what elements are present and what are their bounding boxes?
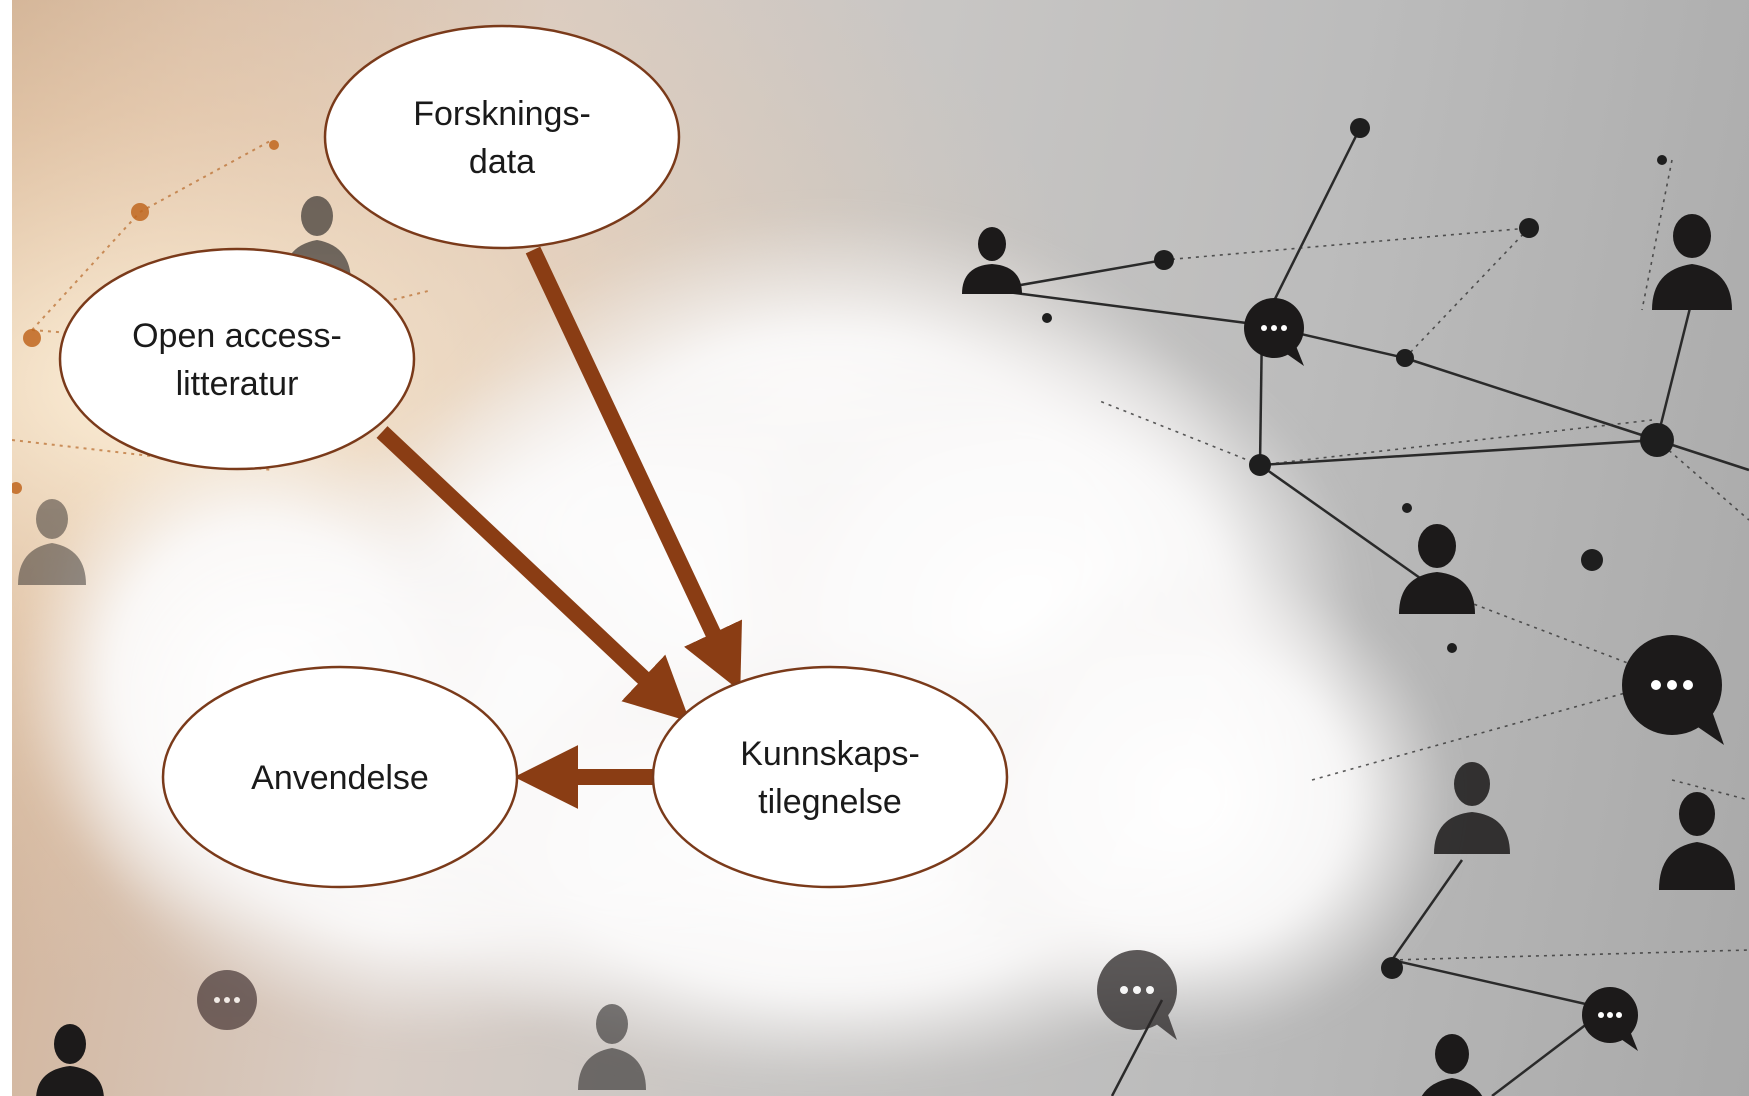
node-anvendelse: Anvendelse — [161, 665, 519, 889]
network-dots — [1042, 118, 1674, 979]
arrow-open-access-to-kunnskapstilegnelse — [376, 426, 690, 722]
node-ellipse — [58, 247, 416, 471]
node-forskningsdata: Forsknings-data — [323, 24, 681, 250]
node-label: Open access- — [132, 317, 342, 355]
node-label: litteratur — [176, 365, 299, 403]
node-ellipse — [651, 665, 1009, 889]
node-label: tilegnelse — [758, 783, 902, 821]
node-kunnskapstilegnelse: Kunnskaps-tilegnelse — [651, 665, 1009, 889]
node-ellipse — [323, 24, 681, 250]
chat-bubble-icons — [197, 298, 1724, 1051]
node-label: Forsknings- — [413, 95, 591, 133]
node-label: data — [469, 143, 535, 181]
node-label: Anvendelse — [251, 759, 429, 797]
node-open-access: Open access-litteratur — [58, 247, 416, 471]
node-ellipse — [161, 665, 519, 889]
node-label: Kunnskaps- — [740, 735, 920, 773]
arrow-forskningsdata-to-kunnskapstilegnelse — [525, 246, 742, 692]
